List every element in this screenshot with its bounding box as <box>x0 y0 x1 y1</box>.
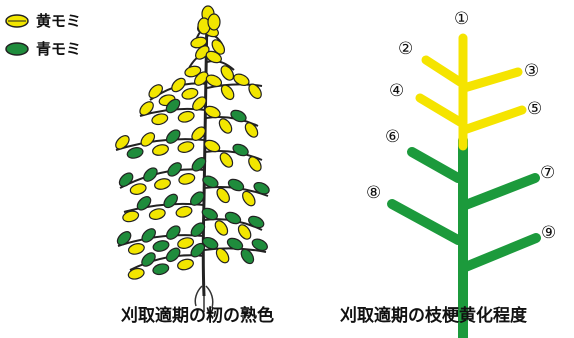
rice-grain <box>177 140 195 154</box>
rice-grain <box>208 14 220 30</box>
rice-grain <box>218 151 235 170</box>
rice-panicle-illustration <box>113 6 271 312</box>
branch-3 <box>464 72 518 88</box>
rice-grain <box>148 207 166 221</box>
rice-grain <box>115 229 133 247</box>
label-8: ⑧ <box>366 183 381 203</box>
rice-grain <box>164 127 182 145</box>
rice-grain <box>252 180 271 196</box>
label-7: ⑦ <box>540 163 555 183</box>
rice-grain <box>219 64 236 83</box>
rice-grain <box>152 262 170 276</box>
rice-grain <box>151 143 169 157</box>
rice-grain <box>164 223 182 241</box>
branch-8 <box>392 204 458 240</box>
label-1: ① <box>454 9 469 29</box>
rice-grain <box>126 146 144 160</box>
rice-grain <box>151 112 169 126</box>
rice-grain <box>176 258 194 272</box>
rice-grain <box>181 87 199 101</box>
branch-5 <box>464 110 522 130</box>
branch-6 <box>412 152 458 178</box>
rice-grain <box>137 99 155 117</box>
rice-grain <box>139 250 157 268</box>
rice-grain <box>247 214 266 230</box>
branch-4 <box>420 98 460 122</box>
branch-9 <box>463 238 536 268</box>
rice-grain <box>215 186 232 205</box>
rice-grain <box>213 219 230 238</box>
rice-grain <box>224 210 243 226</box>
rice-grain <box>153 177 171 191</box>
label-2: ② <box>398 39 413 59</box>
label-4: ④ <box>389 81 404 101</box>
branch-2 <box>426 60 460 82</box>
branch-yellowing-schematic: ① ② ③ ④ ⑤ ⑥ ⑦ ⑧ ⑨ <box>366 9 556 338</box>
rice-grain <box>177 236 195 250</box>
rice-grain <box>243 121 260 140</box>
rice-grain <box>177 110 195 124</box>
rice-grain <box>113 133 131 151</box>
rice-grain <box>139 130 157 148</box>
caption-grain-color: 刈取適期の籾の熟色 <box>121 301 274 326</box>
label-3: ③ <box>524 61 539 81</box>
rice-grain <box>175 205 193 219</box>
rice-grain <box>178 172 196 186</box>
label-6: ⑥ <box>385 127 400 147</box>
rice-grain <box>227 177 246 193</box>
label-9: ⑨ <box>541 223 556 243</box>
rice-grain <box>135 194 153 212</box>
label-5: ⑤ <box>527 99 542 119</box>
rice-grain <box>129 182 147 196</box>
rice-grain <box>127 242 145 256</box>
rice-grain <box>246 155 263 174</box>
rice-grain <box>152 239 170 253</box>
rice-grain <box>217 117 234 136</box>
rice-grain <box>162 192 180 210</box>
rice-grain <box>140 226 158 244</box>
branch-7 <box>463 178 535 206</box>
caption-branch-yellowing: 刈取適期の枝梗黄化程度 <box>340 301 527 326</box>
